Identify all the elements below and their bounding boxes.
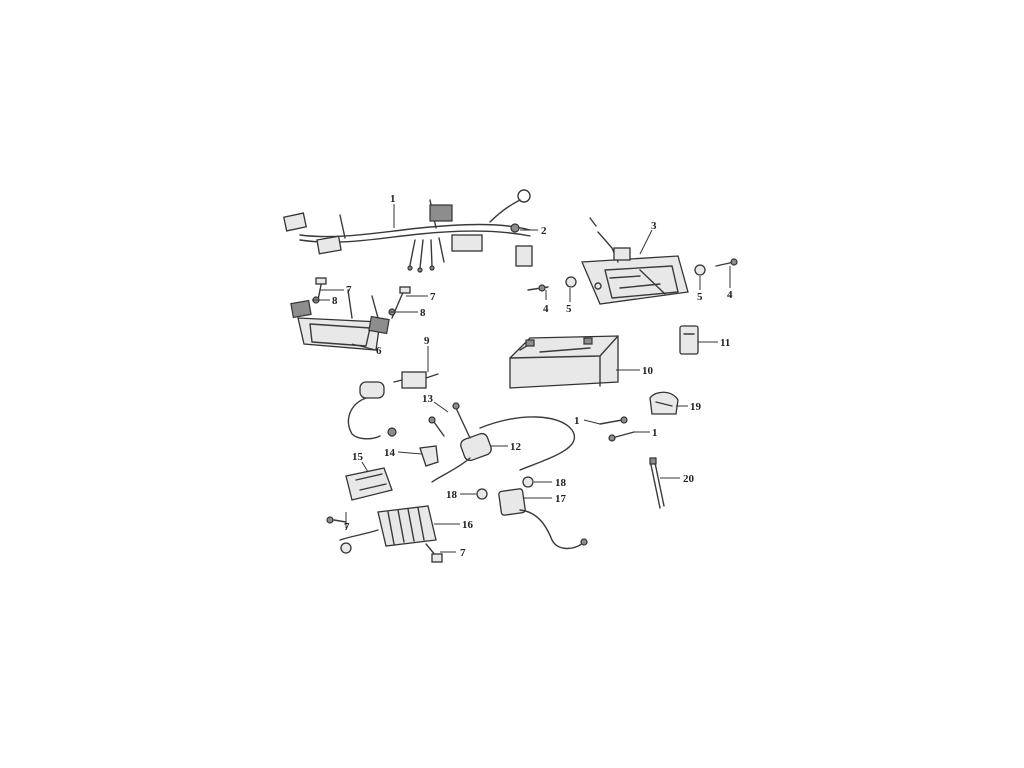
headlamp bbox=[527, 217, 738, 305]
relay bbox=[679, 325, 699, 355]
battery bbox=[509, 335, 619, 389]
ignition-coil bbox=[428, 402, 575, 483]
callout-11: 11 bbox=[720, 337, 730, 349]
callout-4: 4 bbox=[543, 303, 549, 315]
callout-7: 7 bbox=[346, 284, 352, 296]
callout-12: 12 bbox=[510, 441, 522, 453]
callout-5: 5 bbox=[566, 303, 572, 315]
callout-18: 18 bbox=[446, 489, 458, 501]
callout-1: 1 bbox=[574, 415, 580, 427]
callout-3: 3 bbox=[651, 220, 657, 232]
callout-15: 15 bbox=[352, 451, 364, 463]
callout-7: 7 bbox=[344, 521, 350, 533]
callout-9: 9 bbox=[424, 335, 430, 347]
callout-7: 7 bbox=[460, 547, 466, 559]
condenser-with-lead bbox=[347, 381, 397, 440]
horn bbox=[649, 391, 679, 415]
callout-13: 13 bbox=[422, 393, 434, 405]
callout-6: 6 bbox=[376, 345, 382, 357]
callout-labels: 1 2 3 4 4 5 5 6 7 7 7 7 8 8 9 10 11 12 1… bbox=[332, 193, 733, 559]
spark-plug bbox=[649, 457, 665, 509]
leader-lines bbox=[312, 204, 731, 553]
callout-1: 1 bbox=[652, 427, 658, 439]
flasher-unit bbox=[498, 488, 588, 550]
regulator-rectifier bbox=[326, 505, 443, 563]
callout-16: 16 bbox=[462, 519, 474, 531]
spark-plug-cap bbox=[419, 445, 439, 467]
callout-7: 7 bbox=[430, 291, 436, 303]
callout-20: 20 bbox=[683, 473, 695, 485]
callout-4: 4 bbox=[727, 289, 733, 301]
cdi-unit bbox=[345, 467, 393, 501]
wiring-harness bbox=[282, 189, 533, 273]
callout-5: 5 bbox=[697, 291, 703, 303]
callout-1: 1 bbox=[390, 193, 396, 205]
callout-8: 8 bbox=[420, 307, 426, 319]
callout-8: 8 bbox=[332, 295, 338, 307]
grommets bbox=[476, 476, 534, 500]
callout-2: 2 bbox=[541, 225, 547, 237]
callout-18: 18 bbox=[555, 477, 567, 489]
callout-19: 19 bbox=[690, 401, 702, 413]
fuse-holder bbox=[393, 371, 439, 389]
callout-17: 17 bbox=[555, 493, 567, 505]
callout-10: 10 bbox=[642, 365, 654, 377]
callout-14: 14 bbox=[384, 447, 396, 459]
bolts bbox=[599, 416, 635, 442]
